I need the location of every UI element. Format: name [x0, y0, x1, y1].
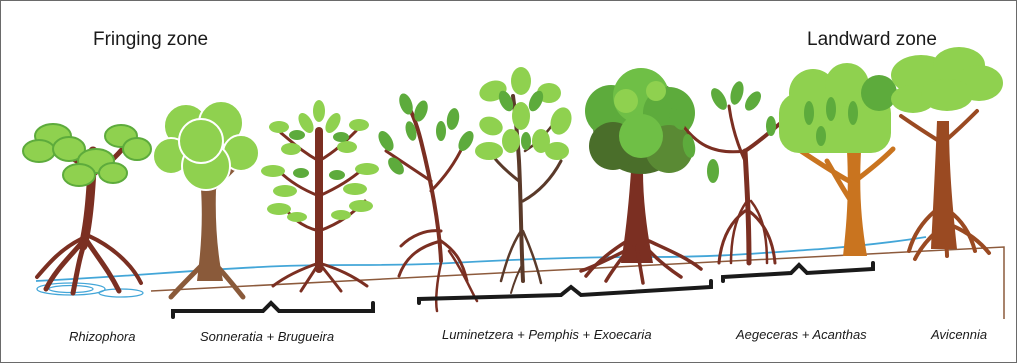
rhizophora-tree — [23, 124, 151, 293]
brace-aegeceras-acanthas — [723, 263, 873, 281]
label-rhizophora: Rhizophora — [69, 329, 136, 344]
water-ripples — [37, 283, 143, 297]
label-sonneratia-brugueira: Sonneratia + Brugueira — [200, 329, 334, 344]
label-aegeceras-acanthas: Aegeceras + Acanthas — [736, 327, 867, 342]
exoecaria-tree — [581, 68, 701, 283]
label-avicennia: Avicennia — [931, 327, 987, 342]
acanthas-tree — [779, 63, 897, 256]
landward-zone-title: Landward zone — [807, 29, 937, 51]
brugueira-tree — [261, 100, 379, 291]
avicennia-tree — [891, 47, 1003, 259]
brace-sonneratia-brugueira — [173, 303, 373, 317]
label-luminetzera-pemphis-exoecaria: Luminetzera + Pemphis + Exoecaria — [442, 327, 652, 342]
brace-luminetzera-group — [419, 281, 711, 303]
fringing-zone-title: Fringing zone — [93, 29, 208, 51]
